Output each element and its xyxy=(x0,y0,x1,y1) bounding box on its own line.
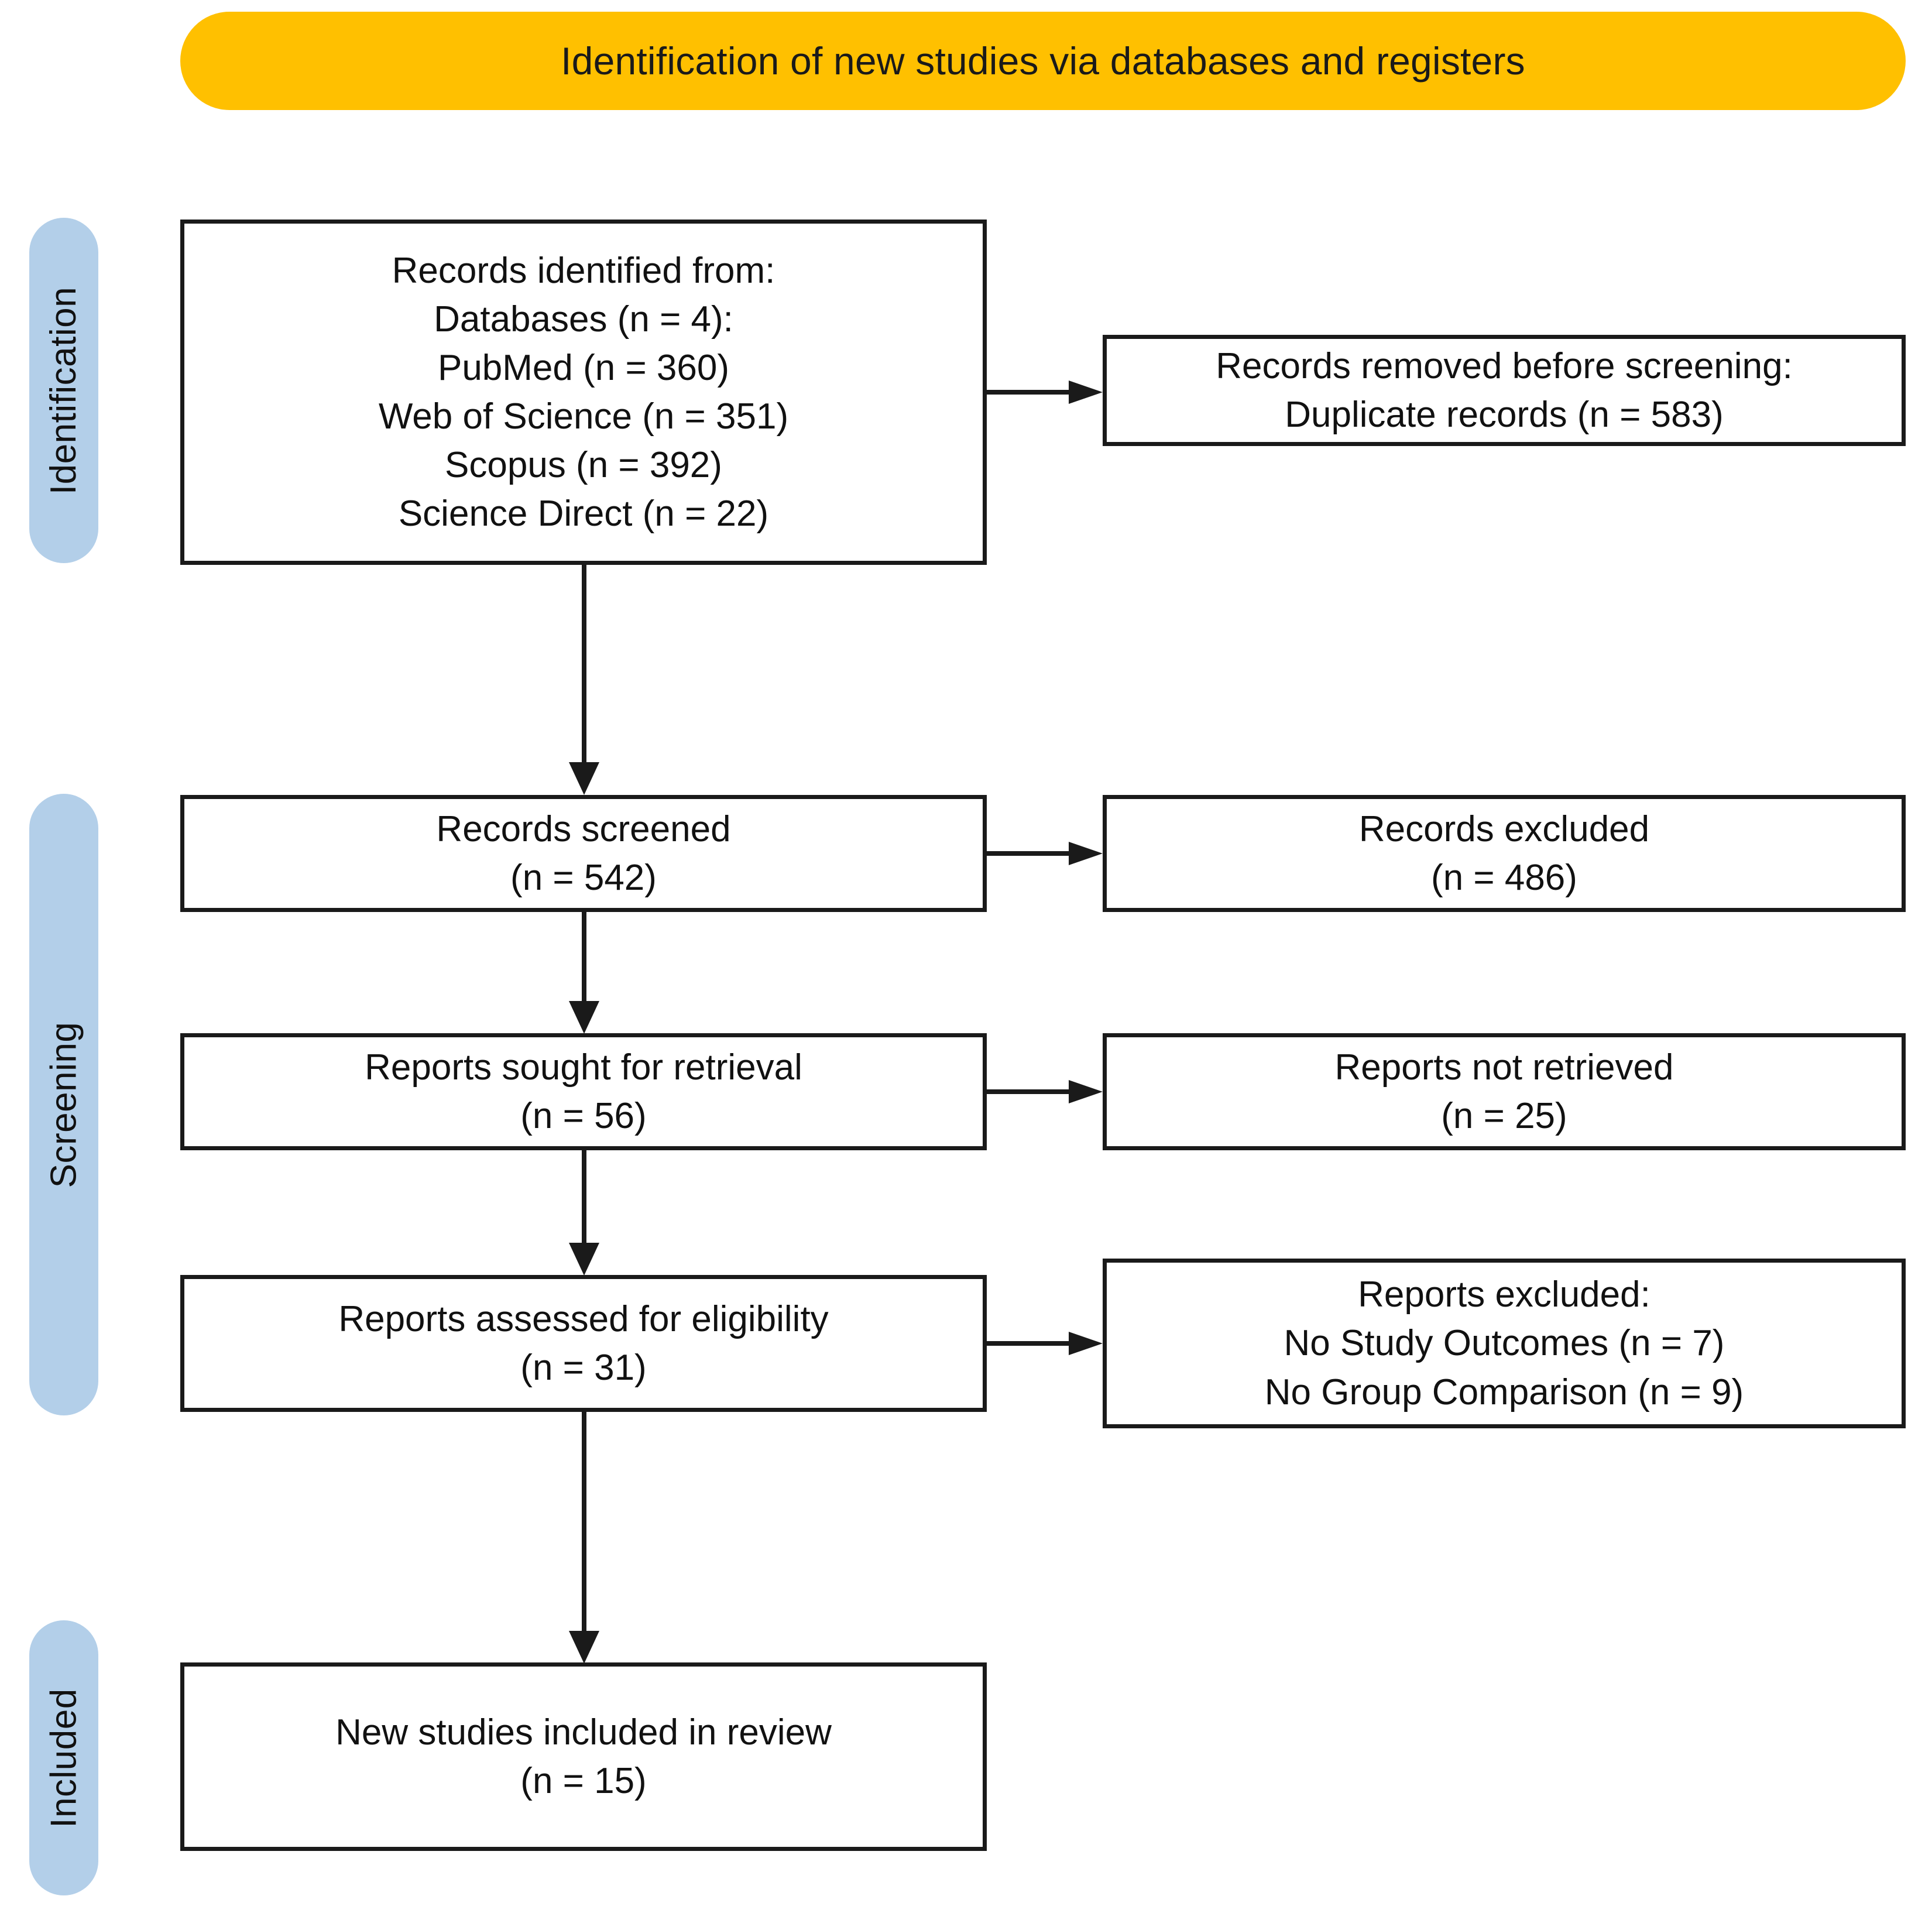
connector-identified-to-removed xyxy=(987,380,1104,404)
connector-sought-to-assessed xyxy=(567,1150,602,1277)
stage-label-identification: Identification xyxy=(43,286,84,495)
connector-identified-to-screened xyxy=(567,565,602,796)
box-line: Reports sought for retrieval xyxy=(365,1047,802,1088)
box-reports-assessed-text: Reports assessed for eligibility (n = 31… xyxy=(330,1295,836,1392)
box-line: (n = 56) xyxy=(520,1096,647,1136)
box-line: Reports not retrieved xyxy=(1334,1047,1674,1088)
box-line: Records excluded xyxy=(1358,808,1650,849)
box-reports-sought-text: Reports sought for retrieval (n = 56) xyxy=(356,1043,811,1140)
box-line: Duplicate records (n = 583) xyxy=(1285,395,1724,435)
box-reports-excluded-text: Reports excluded: No Study Outcomes (n =… xyxy=(1257,1270,1752,1416)
box-records-excluded: Records excluded (n = 486) xyxy=(1103,795,1906,912)
box-new-studies-included-text: New studies included in review (n = 15) xyxy=(327,1708,840,1805)
box-reports-excluded: Reports excluded: No Study Outcomes (n =… xyxy=(1103,1259,1906,1428)
box-line: Web of Science (n = 351) xyxy=(378,396,789,437)
box-line: PubMed (n = 360) xyxy=(437,347,729,388)
box-reports-assessed: Reports assessed for eligibility (n = 31… xyxy=(180,1275,987,1412)
box-line: Reports assessed for eligibility xyxy=(338,1298,829,1339)
box-line: (n = 486) xyxy=(1431,858,1577,898)
stage-label-screening: Screening xyxy=(43,1021,84,1188)
connector-screened-to-sought xyxy=(567,912,602,1035)
box-line: New studies included in review xyxy=(335,1712,832,1753)
box-line: Science Direct (n = 22) xyxy=(398,493,769,534)
box-records-screened: Records screened (n = 542) xyxy=(180,795,987,912)
box-line: Records removed before screening: xyxy=(1216,345,1793,386)
box-line: Databases (n = 4): xyxy=(434,299,733,340)
box-records-identified-text: Records identified from: Databases (n = … xyxy=(370,246,797,538)
box-line: (n = 15) xyxy=(520,1761,647,1801)
box-line: (n = 31) xyxy=(520,1348,647,1388)
box-line: Scopus (n = 392) xyxy=(445,445,722,486)
box-new-studies-included: New studies included in review (n = 15) xyxy=(180,1662,987,1851)
box-reports-not-retrieved-text: Reports not retrieved (n = 25) xyxy=(1327,1043,1682,1140)
box-line: (n = 25) xyxy=(1441,1096,1567,1136)
stage-pill-included: Included xyxy=(29,1620,98,1895)
box-line: Records identified from: xyxy=(392,250,775,291)
banner-title: Identification of new studies via databa… xyxy=(561,39,1525,83)
box-records-removed: Records removed before screening: Duplic… xyxy=(1103,335,1906,446)
connector-sought-to-not-retrieved xyxy=(987,1080,1104,1103)
connector-assessed-to-excluded xyxy=(987,1332,1104,1355)
stage-pill-screening: Screening xyxy=(29,794,98,1415)
box-line: Reports excluded: xyxy=(1358,1274,1650,1315)
box-line: No Group Comparison (n = 9) xyxy=(1264,1372,1744,1413)
stage-label-included: Included xyxy=(43,1688,84,1828)
connector-assessed-to-included xyxy=(567,1412,602,1665)
box-reports-sought: Reports sought for retrieval (n = 56) xyxy=(180,1033,987,1150)
box-records-identified: Records identified from: Databases (n = … xyxy=(180,220,987,565)
box-line: Records screened xyxy=(436,808,731,849)
box-records-removed-text: Records removed before screening: Duplic… xyxy=(1207,342,1801,439)
box-records-screened-text: Records screened (n = 542) xyxy=(428,805,739,902)
box-reports-not-retrieved: Reports not retrieved (n = 25) xyxy=(1103,1033,1906,1150)
diagram-banner: Identification of new studies via databa… xyxy=(180,12,1906,110)
box-line: No Study Outcomes (n = 7) xyxy=(1284,1323,1725,1364)
stage-pill-identification: Identification xyxy=(29,218,98,563)
box-line: (n = 542) xyxy=(510,858,657,898)
box-records-excluded-text: Records excluded (n = 486) xyxy=(1351,805,1658,902)
connector-screened-to-excluded xyxy=(987,842,1104,865)
